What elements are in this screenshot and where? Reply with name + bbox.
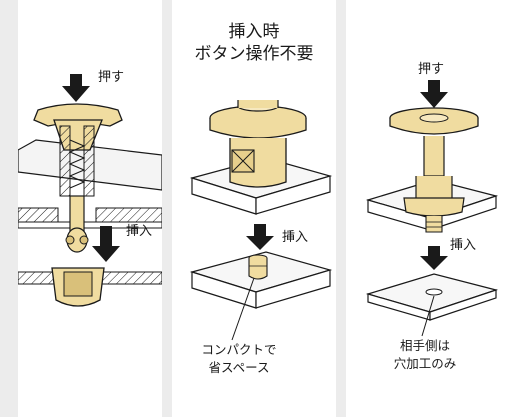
small-receptacle: [248, 254, 268, 280]
title-line-1: 挿入時: [228, 22, 280, 42]
compact-pin-illustration: [189, 100, 333, 341]
push-arrow-icon: [62, 74, 90, 102]
push-label: 押す: [98, 70, 125, 85]
push-label: 押す: [418, 62, 445, 77]
panel-no-button: 挿入時 ボタン操作不要 挿入 コンパクトで 省スペース: [172, 0, 336, 417]
insert-arrow-icon: [246, 224, 274, 250]
insert-label: 挿入: [126, 224, 153, 239]
caption-line-1: コンパクトで: [201, 342, 277, 357]
title-line-2: ボタン操作不要: [194, 44, 314, 64]
insert-label: 挿入: [450, 238, 477, 253]
panel-hole-only: 押す 挿入 相手側は 穴加工のみ: [346, 0, 509, 417]
compact-pin-body: [209, 100, 307, 188]
push-arrow-icon: [420, 80, 448, 108]
caption-line-1: 相手側は: [399, 338, 450, 353]
flange-pin-body: [389, 107, 479, 233]
pin-head-section: [33, 103, 123, 197]
mating-hole: [425, 288, 443, 296]
caption-line-2: 省スペース: [208, 360, 270, 375]
pin-shaft: [65, 195, 89, 253]
insert-label: 挿入: [282, 230, 309, 245]
insert-arrow-icon: [92, 226, 120, 262]
flange-pin-illustration: [365, 80, 499, 337]
push-release-illustration: [18, 74, 162, 307]
leader-line: [421, 295, 435, 337]
insert-arrow-icon: [420, 246, 448, 270]
leader-line: [231, 277, 255, 341]
panel-push-release: 押す 挿入: [18, 0, 162, 417]
receptacle-section: [51, 267, 105, 307]
caption-line-2: 穴加工のみ: [393, 356, 457, 371]
